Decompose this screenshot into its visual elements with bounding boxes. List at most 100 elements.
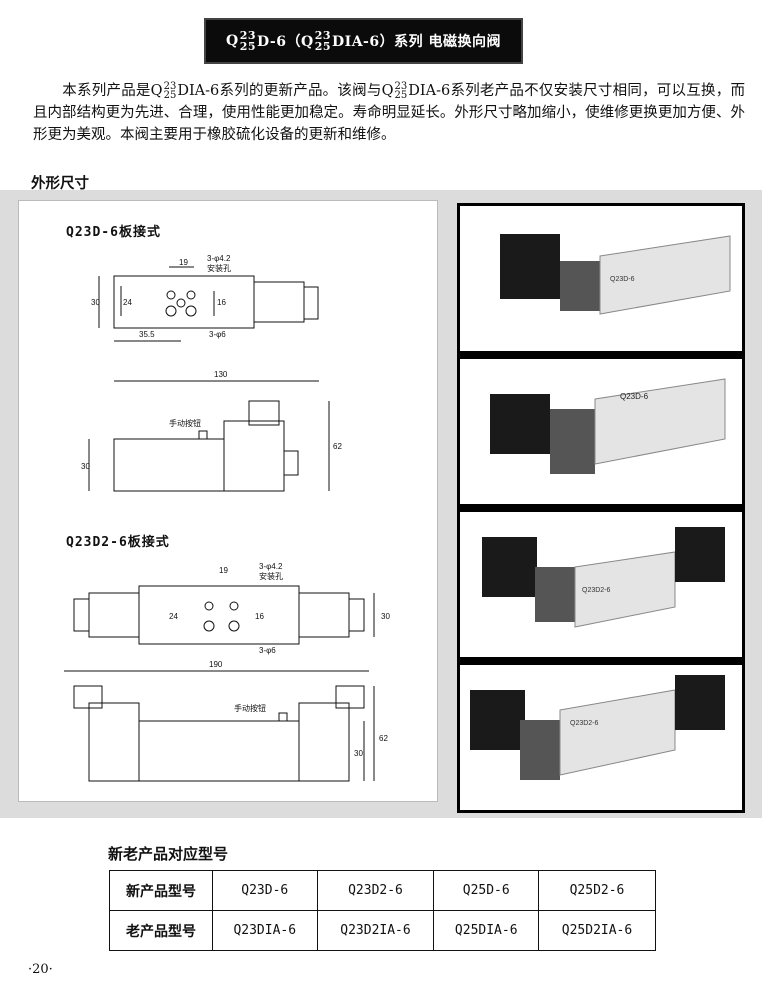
connector-side-1 — [283, 450, 299, 476]
photo-label: Q23D-6 — [610, 276, 635, 283]
model-correspondence-table: 新产品型号 Q23D-6 Q23D2-6 Q25D-6 Q25D2-6 老产品型… — [109, 870, 656, 951]
table-row: 新产品型号 Q23D-6 Q23D2-6 Q25D-6 Q25D2-6 — [109, 870, 656, 911]
dim-label: 19 — [219, 566, 228, 575]
dim-label: 24 — [123, 298, 132, 307]
page-number: ·20· — [28, 962, 53, 977]
valve-photo-icon: Q23D2-6 — [482, 527, 725, 628]
table-cell: Q23DIA-6 — [212, 910, 318, 951]
table-cell: Q25D2-6 — [538, 870, 656, 911]
photo-label: Q23D-6 — [620, 392, 649, 401]
title-pre: Q — [226, 33, 239, 49]
coil-plug-left-2 — [73, 685, 103, 709]
section-label-dimensions: 外形尺寸 — [31, 175, 89, 192]
port-hole — [228, 620, 240, 632]
dim-label: 24 — [169, 612, 178, 621]
port-hole — [203, 620, 215, 632]
connector-top-1 — [303, 286, 319, 320]
drawing-title-2: Q23D2-6板接式 — [66, 535, 170, 550]
solenoid-side-1 — [223, 420, 285, 492]
table-cell: Q23D2IA-6 — [316, 910, 435, 951]
coil-plug-right-2 — [335, 685, 365, 709]
intro-sup-2: 23 — [394, 81, 408, 92]
port-hole — [165, 305, 177, 317]
manual-button-2 — [278, 712, 288, 722]
valve-photo-icon: Q23D2-6 — [470, 675, 725, 780]
dim-label: 30 — [81, 462, 90, 471]
row-header: 新产品型号 — [109, 870, 213, 911]
manual-button-1 — [198, 430, 208, 440]
valve-body-side-1 — [113, 438, 225, 492]
mount-hole — [186, 290, 196, 300]
table-title: 新老产品对应型号 — [108, 845, 229, 863]
dim-label: 19 — [179, 258, 188, 267]
dim-label: 16 — [217, 298, 226, 307]
drawing-panel: Q23D-6板接式 Q23D2-6板接式 — [18, 200, 438, 802]
table-cell: Q23D-6 — [212, 870, 318, 911]
photo-label: Q23D2-6 — [570, 720, 599, 727]
product-photo-column: Q23D-6 Q23D-6 Q23D2-6 Q23D2-6 — [457, 203, 745, 813]
dim-label: 190 — [209, 660, 223, 669]
dim-label: 安装孔 — [259, 571, 283, 581]
dim-label: 3-φ6 — [209, 330, 226, 339]
table-cell: Q25D-6 — [433, 870, 539, 911]
solenoid-left-top-2 — [88, 592, 140, 638]
mount-hole — [166, 290, 176, 300]
row-header: 老产品型号 — [109, 910, 213, 951]
mount-hole — [176, 298, 186, 308]
solenoid-right-side-2 — [298, 702, 350, 782]
product-photo-3: Q23D2-6 — [460, 512, 742, 657]
title-sup-1: 23 — [239, 29, 257, 42]
title-sup-2: 23 — [314, 29, 331, 42]
dim-label: 手动按钮 — [169, 418, 201, 428]
title-mid: D-6（Q — [257, 34, 314, 50]
table-cell: Q23D2-6 — [316, 870, 435, 911]
coil-plug-1 — [248, 400, 280, 426]
dim-label: 62 — [333, 442, 342, 451]
drawing-title-1: Q23D-6板接式 — [66, 225, 161, 240]
intro-part-1: 本系列产品是Q — [62, 83, 163, 99]
intro-part-3: DIA-6系列老产品不仅安装尺寸相同，可以互换，而且内部结构更为先进、合理，使用… — [33, 83, 746, 143]
dim-label: 62 — [379, 734, 388, 743]
dim-label: 手动按钮 — [234, 703, 266, 713]
title-sub-1: 25 — [239, 40, 257, 53]
table-cell: Q25D2IA-6 — [538, 910, 656, 951]
dim-label: 3-φ4.2 — [259, 562, 283, 571]
valve-photo-icon: Q23D-6 — [500, 234, 731, 315]
photo-label: Q23D2-6 — [582, 587, 611, 594]
valve-photo-icon: Q23D-6 — [490, 378, 726, 474]
intro-sub-2: 25 — [394, 90, 408, 101]
dim-label: 30 — [354, 749, 363, 758]
table-row: 老产品型号 Q23DIA-6 Q23D2IA-6 Q25DIA-6 Q25D2I… — [109, 910, 656, 951]
mount-hole — [229, 601, 239, 611]
solenoid-top-1 — [253, 281, 305, 323]
connector-left-top-2 — [73, 598, 90, 632]
dim-label: 3-φ6 — [259, 646, 276, 655]
solenoid-right-top-2 — [298, 592, 350, 638]
dim-label: 16 — [255, 612, 264, 621]
dim-label: 130 — [214, 370, 228, 379]
title-sub-2: 25 — [314, 40, 331, 53]
title-post: DIA-6）系列 电磁换向阀 — [332, 34, 501, 50]
port-hole — [185, 305, 197, 317]
intro-part-2: DIA-6系列的更新产品。该阀与Q — [177, 83, 394, 99]
dim-label: 30 — [91, 298, 100, 307]
intro-sup-1: 23 — [163, 81, 177, 92]
mount-hole — [204, 601, 214, 611]
valve-body-top-1 — [113, 275, 255, 329]
dimension-drawings: 19 3-φ4.2 安装孔 30 24 16 35.5 3-φ6 130 手动按… — [64, 254, 390, 782]
product-photo-4: Q23D2-6 — [460, 665, 742, 810]
connector-right-top-2 — [348, 598, 365, 632]
dim-label: 安装孔 — [207, 263, 231, 273]
dim-label: 35.5 — [139, 330, 155, 339]
product-photo-1: Q23D-6 — [460, 206, 742, 351]
table-cell: Q25DIA-6 — [433, 910, 539, 951]
dim-label: 30 — [381, 612, 390, 621]
product-photo-2: Q23D-6 — [460, 359, 742, 504]
intro-sub-1: 25 — [163, 90, 177, 101]
dim-label: 3-φ4.2 — [207, 254, 231, 263]
valve-body-top-2 — [138, 585, 300, 645]
solenoid-left-side-2 — [88, 702, 140, 782]
valve-body-side-2 — [138, 720, 300, 782]
